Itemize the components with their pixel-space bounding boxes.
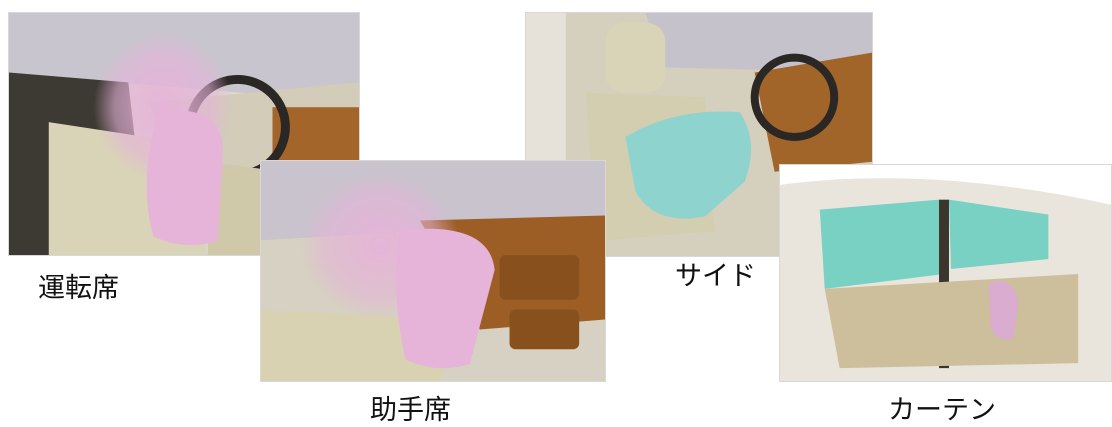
- driver-caption: 運転席: [38, 266, 119, 305]
- curtain-caption: カーテン: [888, 388, 996, 427]
- side-caption: サイド: [675, 254, 756, 293]
- passenger-caption: 助手席: [370, 388, 451, 427]
- curtain-airbag-photo: [779, 164, 1112, 382]
- passenger-airbag-photo: [260, 160, 606, 382]
